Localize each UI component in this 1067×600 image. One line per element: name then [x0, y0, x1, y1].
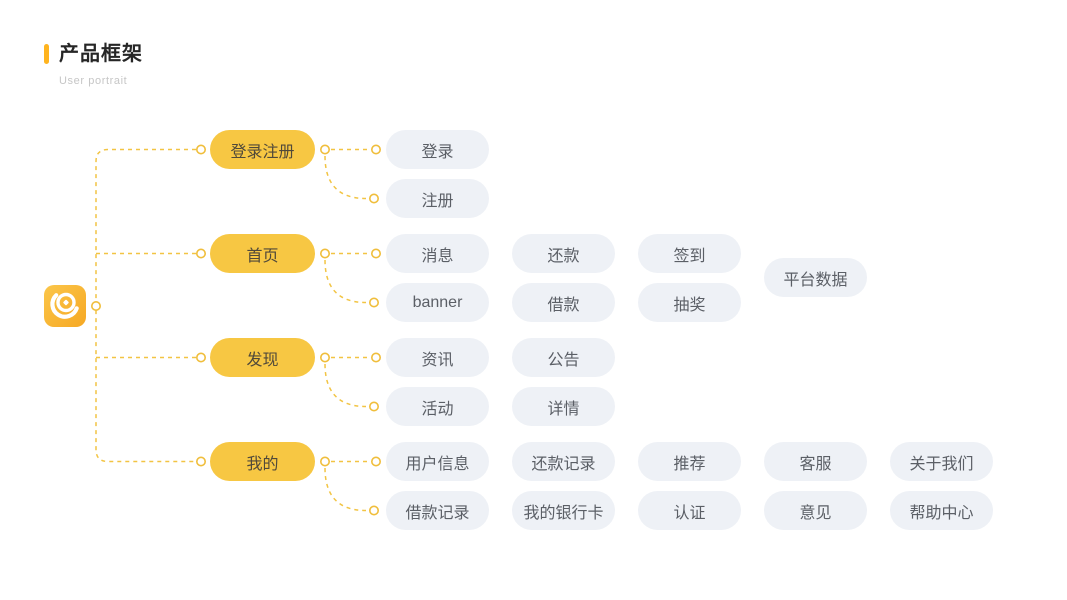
node-lottery[interactable]: 抽奖	[638, 283, 741, 322]
node-help-center[interactable]: 帮助中心	[890, 491, 993, 530]
node-activity[interactable]: 活动	[386, 387, 489, 426]
node-about-us[interactable]: 关于我们	[890, 442, 993, 481]
page-title: 产品框架	[59, 43, 143, 65]
node-mine[interactable]: 我的	[210, 442, 315, 481]
node-user-info[interactable]: 用户信息	[386, 442, 489, 481]
node-platform-data[interactable]: 平台数据	[764, 258, 867, 297]
node-discover[interactable]: 发现	[210, 338, 315, 377]
node-home[interactable]: 首页	[210, 234, 315, 273]
node-repayment-records[interactable]: 还款记录	[512, 442, 615, 481]
node-news[interactable]: 资讯	[386, 338, 489, 377]
node-announcement[interactable]: 公告	[512, 338, 615, 377]
node-message[interactable]: 消息	[386, 234, 489, 273]
node-check-in[interactable]: 签到	[638, 234, 741, 273]
node-my-bank-card[interactable]: 我的银行卡	[512, 491, 615, 530]
node-repayment[interactable]: 还款	[512, 234, 615, 273]
node-loan-records[interactable]: 借款记录	[386, 491, 489, 530]
node-certification[interactable]: 认证	[638, 491, 741, 530]
title-accent-bar	[44, 44, 49, 64]
node-customer-service[interactable]: 客服	[764, 442, 867, 481]
node-register[interactable]: 注册	[386, 179, 489, 218]
node-login[interactable]: 登录	[386, 130, 489, 169]
app-logo-icon	[44, 285, 86, 327]
node-detail[interactable]: 详情	[512, 387, 615, 426]
node-login-register[interactable]: 登录注册	[210, 130, 315, 169]
node-recommend[interactable]: 推荐	[638, 442, 741, 481]
node-loan[interactable]: 借款	[512, 283, 615, 322]
header: 产品框架 User portrait	[44, 42, 143, 87]
node-banner[interactable]: banner	[386, 283, 489, 322]
page-subtitle: User portrait	[59, 75, 128, 87]
node-feedback[interactable]: 意见	[764, 491, 867, 530]
